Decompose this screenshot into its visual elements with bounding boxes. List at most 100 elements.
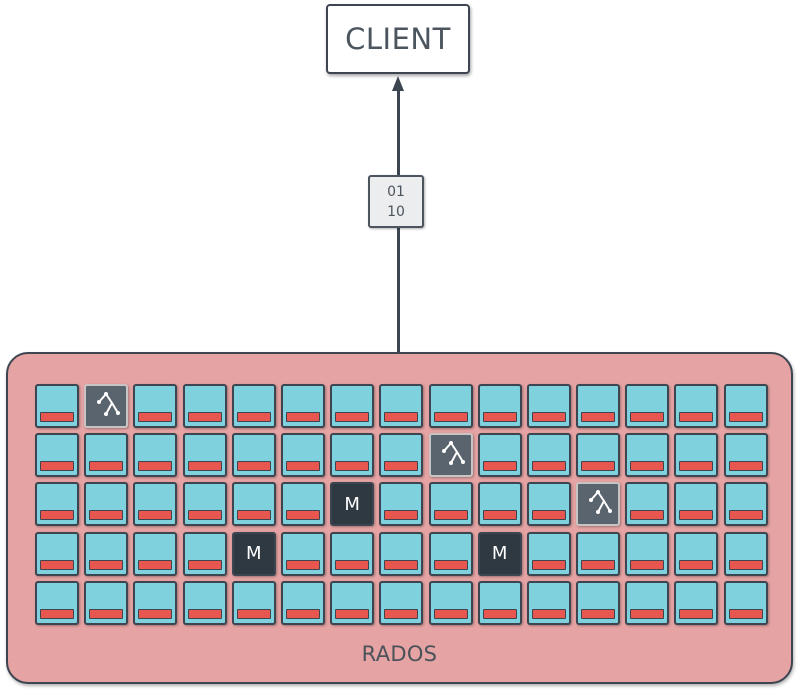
osd-node [576, 580, 621, 625]
osd-status-bar [433, 412, 468, 422]
osd-status-bar [482, 412, 517, 422]
osd-status-bar [236, 412, 271, 422]
osd-node [35, 433, 79, 478]
osd-status-bar [728, 412, 763, 422]
monitor-node: M [477, 531, 522, 576]
osd-node [625, 482, 670, 527]
osd-status-bar [187, 461, 222, 472]
osd-status-bar [285, 559, 320, 570]
osd-node [526, 580, 571, 625]
osd-status-bar [433, 608, 468, 619]
rados-cluster: M M M RADOS [6, 352, 793, 684]
osd-status-bar [728, 510, 763, 521]
osd-status-bar [384, 461, 419, 472]
osd-node [182, 433, 227, 478]
osd-node [330, 531, 375, 576]
hierarchy-icon [437, 439, 465, 471]
hierarchy-icon [589, 490, 613, 515]
osd-status-bar [679, 510, 714, 521]
osd-status-bar [40, 510, 74, 521]
hierarchy-icon [441, 441, 465, 466]
osd-status-bar [531, 510, 566, 521]
osd-status-bar [581, 608, 616, 619]
osd-node [379, 531, 424, 576]
hierarchy-icon [584, 488, 613, 520]
osd-status-bar [187, 412, 222, 422]
osd-node [231, 580, 276, 625]
client-label: CLIENT [345, 22, 451, 56]
osd-status-bar [679, 559, 714, 570]
data-chip-line-1: 01 [387, 183, 405, 200]
osd-node [35, 531, 79, 576]
osd-status-bar [630, 412, 665, 422]
cluster-label: RADOS [361, 642, 438, 666]
osd-status-bar [187, 559, 222, 570]
osd-status-bar [581, 412, 616, 422]
osd-status-bar [335, 608, 370, 619]
metadata-server-node [428, 433, 473, 478]
osd-node [84, 433, 129, 478]
osd-node [526, 482, 571, 527]
osd-status-bar [728, 608, 763, 619]
osd-node [280, 482, 325, 527]
osd-status-bar [236, 461, 271, 472]
osd-node [428, 384, 473, 428]
osd-status-bar [531, 608, 566, 619]
osd-node [182, 531, 227, 576]
osd-status-bar [138, 461, 173, 472]
osd-status-bar [482, 510, 517, 521]
osd-node [280, 580, 325, 625]
osd-node [674, 580, 719, 625]
osd-status-bar [581, 559, 616, 570]
osd-status-bar [630, 559, 665, 570]
osd-node [182, 482, 227, 527]
osd-node [625, 580, 670, 625]
osd-node [477, 482, 522, 527]
osd-node [576, 384, 621, 428]
osd-node [526, 531, 571, 576]
osd-node [133, 433, 178, 478]
osd-status-bar [384, 412, 419, 422]
osd-node [477, 580, 522, 625]
osd-node [477, 384, 522, 428]
osd-node [280, 531, 325, 576]
osd-node [428, 482, 473, 527]
osd-node [231, 384, 276, 428]
osd-node [477, 433, 522, 478]
osd-node [379, 384, 424, 428]
osd-status-bar [531, 412, 566, 422]
osd-status-bar [138, 510, 173, 521]
osd-status-bar [433, 510, 468, 521]
osd-node [133, 384, 178, 428]
osd-status-bar [679, 461, 714, 472]
monitor-node: M [231, 531, 276, 576]
osd-node [35, 580, 79, 625]
osd-node [231, 433, 276, 478]
osd-node [280, 384, 325, 428]
monitor-label: M [344, 493, 360, 515]
osd-status-bar [728, 461, 763, 472]
osd-status-bar [285, 461, 320, 472]
osd-node [182, 384, 227, 428]
osd-status-bar [285, 412, 320, 422]
osd-status-bar [236, 510, 271, 521]
osd-node [379, 482, 424, 527]
osd-node [576, 433, 621, 478]
hierarchy-icon [92, 390, 121, 422]
osd-status-bar [679, 412, 714, 422]
osd-status-bar [138, 412, 173, 422]
osd-node [182, 580, 227, 625]
osd-node [723, 531, 768, 576]
osd-status-bar [187, 608, 222, 619]
osd-status-bar [40, 559, 74, 570]
osd-node [674, 384, 719, 428]
osd-node [35, 384, 79, 428]
osd-status-bar [531, 461, 566, 472]
osd-node [625, 384, 670, 428]
osd-status-bar [335, 412, 370, 422]
osd-status-bar [89, 510, 124, 521]
osd-status-bar [531, 559, 566, 570]
osd-status-bar [138, 608, 173, 619]
osd-status-bar [630, 461, 665, 472]
osd-node [723, 384, 768, 428]
